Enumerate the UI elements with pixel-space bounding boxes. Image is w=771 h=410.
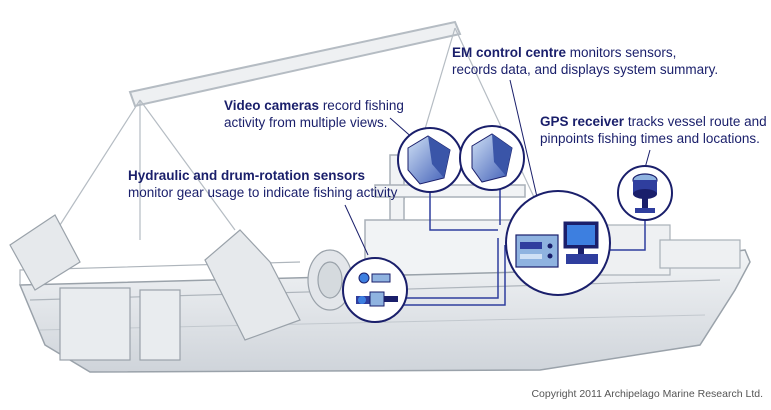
copyright-text: Copyright 2011 Archipelago Marine Resear… (531, 388, 763, 400)
em-control-label: EM control centre monitors sensors, reco… (452, 44, 718, 78)
gps-antenna-icon (617, 165, 673, 221)
sensors-title: Hydraulic and drum-rotation sensors (128, 168, 366, 183)
em-control-centre (505, 190, 611, 296)
sensor-icon (342, 257, 408, 323)
video-cameras-title: Video cameras (224, 98, 320, 113)
gps-label: GPS receiver tracks vessel route and pin… (540, 113, 767, 147)
sensors-label: Hydraulic and drum-rotation sensors moni… (128, 167, 397, 201)
em-control-text-2: records data, and displays system summar… (452, 62, 719, 77)
em-control-text-1: monitors sensors, (566, 45, 677, 60)
video-cameras-text-1: record fishing (319, 98, 404, 113)
computer-monitor-icon (563, 221, 599, 264)
camera-icon (397, 127, 463, 193)
net-drums (9, 214, 353, 361)
camera-icon (459, 125, 525, 191)
sensors-text-2: monitor gear usage to indicate fishing a… (128, 185, 398, 200)
gps-text-1: tracks vessel route and (624, 114, 767, 129)
em-control-title: EM control centre (452, 45, 567, 60)
video-cameras-label: Video cameras record fishing activity fr… (224, 97, 404, 131)
crane-boom (59, 20, 541, 240)
cable-runs (400, 185, 646, 306)
gps-text-2: pinpoints fishing times and locations. (540, 131, 760, 146)
gps-title: GPS receiver (540, 114, 625, 129)
control-box-icon (515, 234, 559, 268)
video-cameras-text-2: activity from multiple views. (224, 115, 388, 130)
